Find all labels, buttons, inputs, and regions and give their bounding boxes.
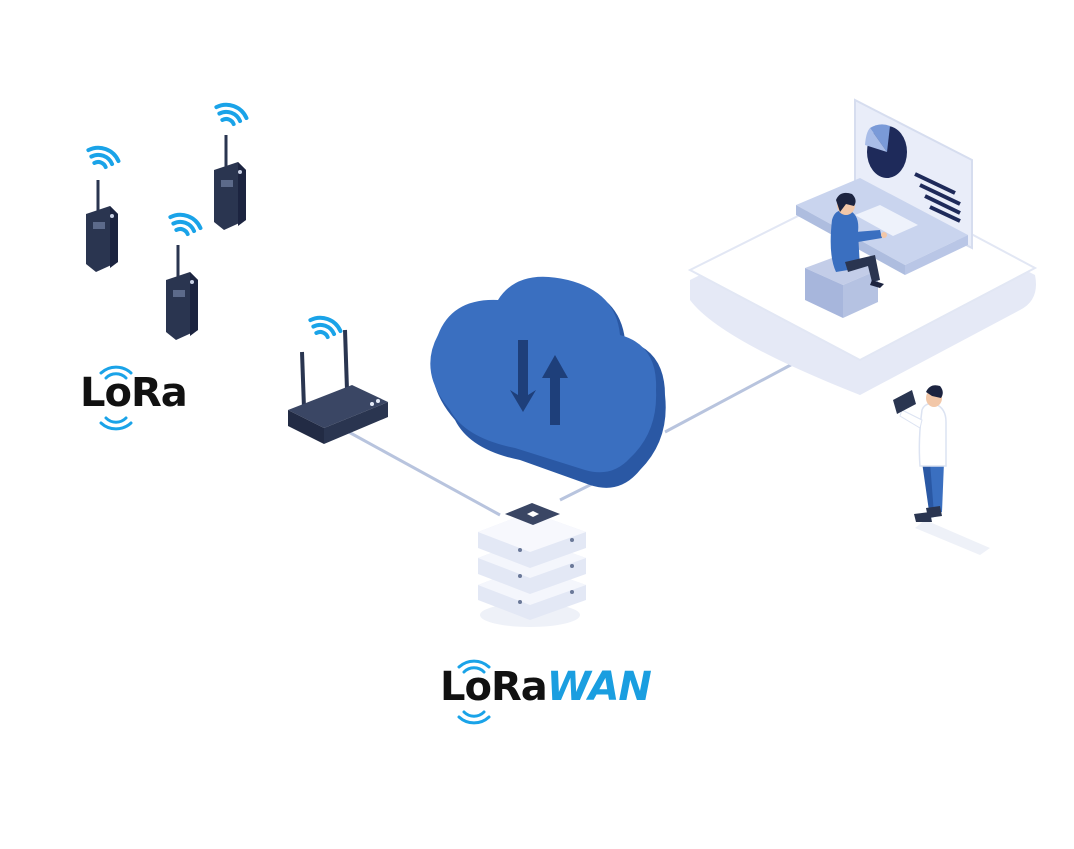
wifi-icon [308, 315, 343, 340]
server-stack-icon [478, 503, 586, 627]
lora-logo-text: LoRa [80, 370, 188, 416]
wifi-icon [86, 145, 121, 170]
tablet-icon [893, 390, 916, 414]
wifi-icon [214, 102, 249, 127]
person-icon [893, 385, 990, 555]
router-icon [288, 329, 388, 444]
lora-logo-waves [99, 365, 133, 431]
lorawan-logo: LoRaWAN [440, 664, 652, 710]
lorawan-logo-waves [457, 659, 491, 725]
wifi-icon [168, 212, 203, 237]
link-cloud-platform [664, 358, 801, 434]
link-router-server [344, 428, 501, 517]
lora-logo: LoRa [80, 370, 188, 416]
application-platform [687, 98, 1038, 395]
cloud-icon [430, 276, 666, 488]
end-device-1 [86, 180, 118, 272]
pie-chart-icon [865, 124, 907, 178]
end-device-3 [166, 245, 198, 340]
lorawan-logo-suffix: WAN [546, 664, 652, 710]
lorawan-logo-prefix: LoRa [440, 664, 548, 710]
end-device-2 [214, 135, 246, 230]
person-icon [830, 192, 887, 288]
monitor-icon [854, 98, 973, 250]
up-down-arrows-icon [510, 340, 568, 425]
